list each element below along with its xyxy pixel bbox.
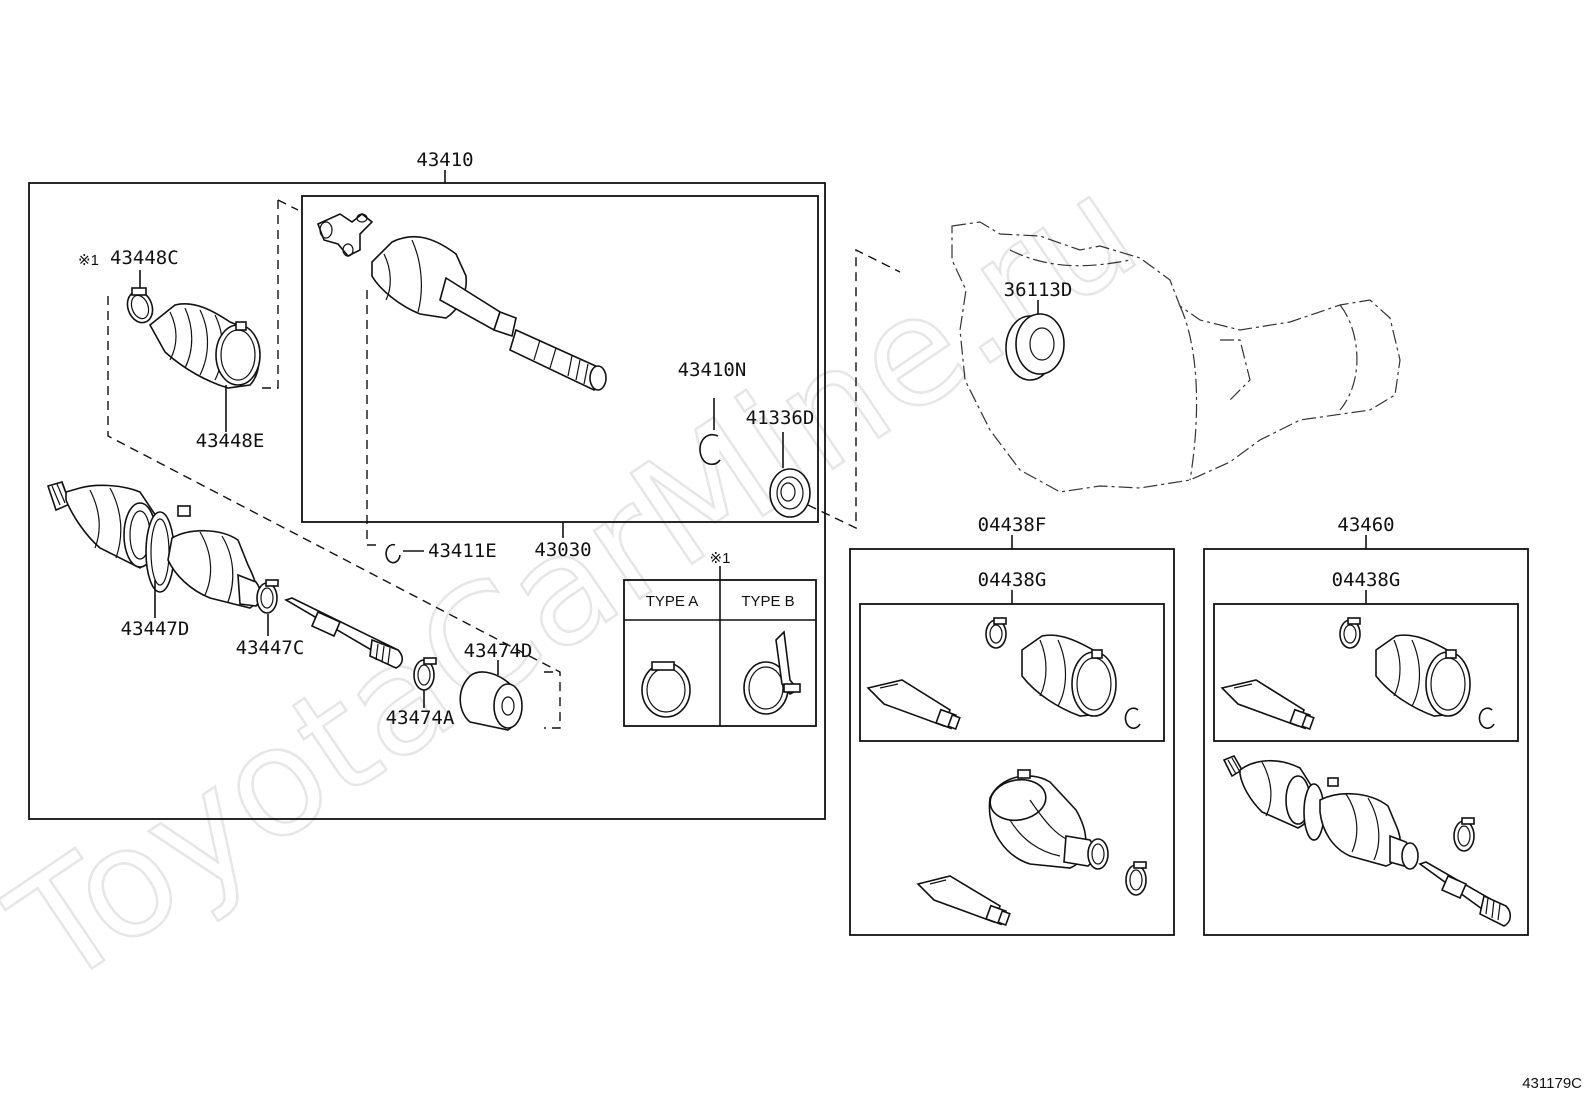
type-b-clamp-icon [743, 630, 801, 715]
kit-right-clamp-small[interactable] [1339, 617, 1361, 649]
main-group-frame [28, 182, 826, 820]
type-a-clamp-icon [641, 661, 691, 718]
kit-left-clamp-small[interactable] [985, 617, 1007, 649]
kit-right-grease-tube[interactable] [1220, 679, 1315, 731]
boot-clamp-part[interactable] [123, 287, 156, 326]
outboard-boot-label[interactable]: 43447D [121, 618, 190, 640]
oil-seal-label[interactable]: 41336D [746, 407, 815, 429]
kit-right-shaft-assembly[interactable] [1222, 754, 1512, 927]
boot-clamp-label[interactable]: 43448C [110, 247, 179, 269]
inboard-snap-ring-part[interactable] [699, 433, 721, 466]
boot-band-label[interactable]: 43448E [196, 430, 265, 452]
kit-left-inner-frame [859, 603, 1165, 742]
kit-right-boot-small[interactable] [1375, 634, 1471, 717]
legend-type-a: TYPE A [646, 593, 699, 610]
kit-left-label[interactable]: 04438F [978, 514, 1047, 536]
kit-left-boot-small[interactable] [1021, 634, 1117, 717]
drive-shaft-part[interactable] [284, 597, 404, 669]
reference-code: 431179C [1522, 1075, 1582, 1092]
kit-right-ring-small[interactable] [1478, 707, 1495, 729]
tripod-part[interactable] [316, 212, 374, 257]
legend-type-b: TYPE B [741, 593, 794, 610]
inboard-joint-frame [301, 195, 819, 523]
kit-left-ring-small[interactable] [1124, 707, 1141, 729]
kit-left-outboard-boot[interactable] [987, 769, 1109, 870]
kit-right-frame [1203, 548, 1529, 936]
snap-ring-label[interactable]: 43411E [428, 540, 497, 562]
outboard-clamp-part[interactable] [256, 579, 279, 614]
transmission-bearing-part[interactable] [1005, 313, 1065, 381]
snap-ring-part[interactable] [385, 543, 401, 564]
outboard-clamp-label[interactable]: 43447C [236, 637, 305, 659]
boot-clamp-note-mark: ※1 [78, 252, 99, 269]
inner-boot-part[interactable] [148, 303, 261, 389]
inboard-joint-label[interactable]: 43030 [534, 539, 591, 561]
damper-clamp-label[interactable]: 43474A [386, 707, 455, 729]
main-group-label[interactable]: 43410 [416, 149, 473, 171]
legend-note-mark: ※1 [710, 550, 731, 567]
inboard-joint-housing-part[interactable] [371, 235, 607, 392]
oil-seal-part[interactable] [769, 468, 811, 518]
kit-right-inner-label[interactable]: 04438G [1332, 569, 1401, 591]
kit-left-grease-tube-1[interactable] [866, 679, 961, 731]
damper-label[interactable]: 43474D [464, 640, 533, 662]
kit-left-inner-label[interactable]: 04438G [978, 569, 1047, 591]
inboard-snap-ring-label[interactable]: 43410N [678, 359, 747, 381]
outboard-joint-part[interactable] [46, 481, 262, 609]
transmission-bearing-label[interactable]: 36113D [1004, 279, 1073, 301]
kit-left-grease-tube-2[interactable] [916, 875, 1011, 927]
transmission-housing [951, 221, 1401, 493]
kit-right-clamp-large[interactable] [1453, 817, 1475, 852]
kit-right-label[interactable]: 43460 [1337, 514, 1394, 536]
damper-part[interactable] [459, 671, 523, 731]
kit-left-clamp-large[interactable] [1125, 861, 1147, 896]
kit-right-inner-frame [1213, 603, 1519, 742]
